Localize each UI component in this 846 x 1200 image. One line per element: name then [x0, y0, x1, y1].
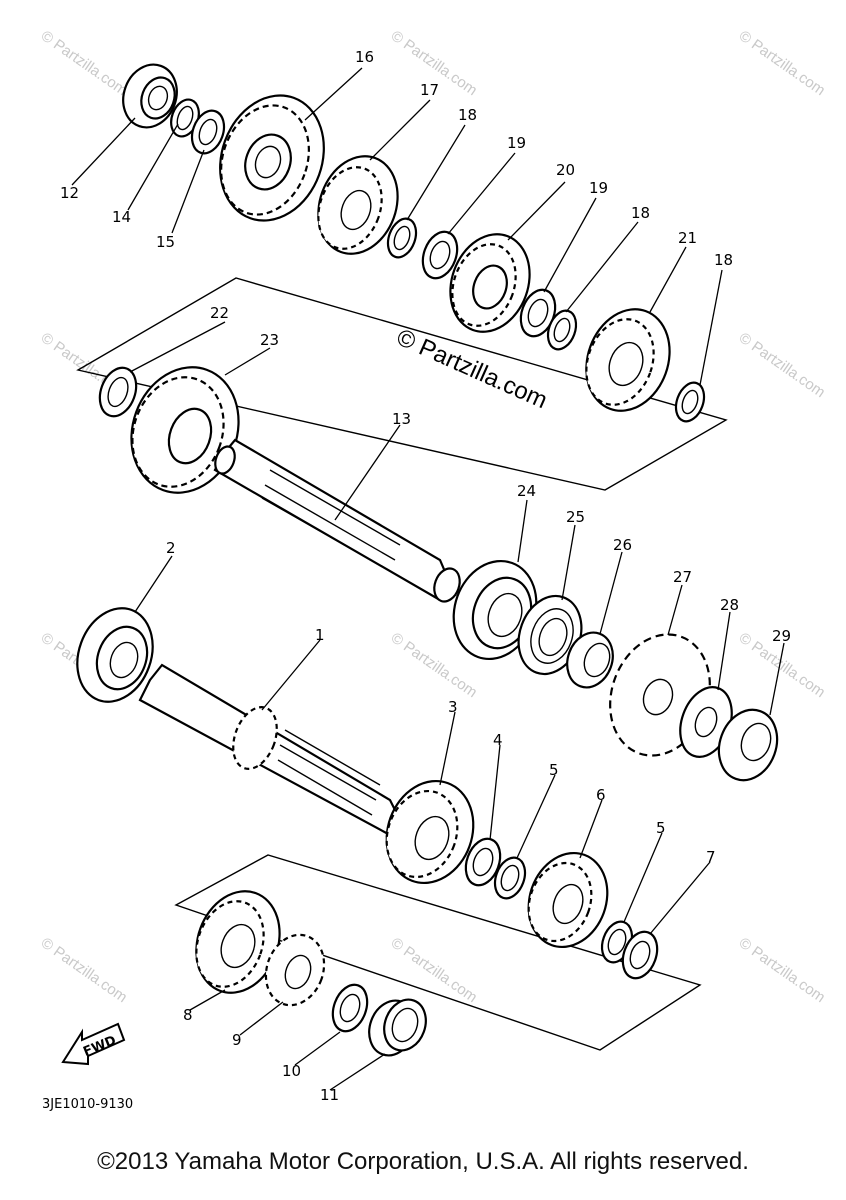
- part-13-main-axle: [213, 438, 461, 603]
- callout-7: 7: [706, 848, 716, 866]
- part-19-washer-a: [421, 230, 459, 280]
- part-18-circlip-b: [546, 309, 578, 351]
- callout-8: 8: [183, 1006, 193, 1024]
- callout-18c: 18: [714, 251, 733, 269]
- callout-20: 20: [556, 161, 575, 179]
- part-17-gear: [317, 155, 399, 255]
- callout-23: 23: [260, 331, 279, 349]
- callout-24: 24: [517, 482, 536, 500]
- part-4-washer: [464, 837, 502, 887]
- callout-21: 21: [678, 229, 697, 247]
- watermark: © Partzilla.com: [736, 329, 829, 401]
- part-11-needle-bearing: [368, 998, 427, 1057]
- part-18-circlip-c: [674, 381, 706, 423]
- copyright-notice: ©2013 Yamaha Motor Corporation, U.S.A. A…: [97, 1148, 749, 1175]
- callout-11: 11: [320, 1086, 339, 1104]
- part-7-washer: [621, 930, 659, 980]
- part-10-washer: [331, 983, 369, 1033]
- watermark: © Partzilla.com: [38, 27, 131, 99]
- callout-25: 25: [566, 508, 585, 526]
- part-18-circlip-a: [386, 217, 418, 259]
- part-1-drive-axle: [138, 663, 407, 837]
- callout-18b: 18: [631, 204, 650, 222]
- part-5-circlip-a: [493, 856, 527, 900]
- watermark: © Partzilla.com: [38, 934, 131, 1006]
- watermark: © Partzilla.com: [736, 27, 829, 99]
- callout-29: 29: [772, 627, 791, 645]
- diagram-code: 3JE1010-9130: [42, 1097, 133, 1112]
- callout-27: 27: [673, 568, 692, 586]
- part-16-gear: [219, 94, 325, 222]
- part-3-gear: [385, 779, 475, 885]
- callout-13: 13: [392, 410, 411, 428]
- part-6-gear: [527, 851, 609, 949]
- part-22-washer: [98, 366, 138, 418]
- callout-28: 28: [720, 596, 739, 614]
- callout-10: 10: [282, 1062, 301, 1080]
- part-9-gear: [264, 933, 326, 1007]
- fwd-arrow-icon: FWD: [61, 1022, 126, 1066]
- leader-lines: [71, 67, 785, 1091]
- callout-9: 9: [232, 1031, 242, 1049]
- lower-group-outline: [174, 854, 702, 1051]
- part-20-gear: [449, 233, 531, 333]
- callout-15: 15: [156, 233, 175, 251]
- part-8-gear: [195, 890, 281, 994]
- callout-4: 4: [493, 731, 503, 749]
- part-24-bearing: [452, 559, 538, 661]
- part-25-oil-seal: [517, 594, 583, 676]
- watermark: © Partzilla.com: [388, 934, 481, 1006]
- center-watermark: © Partzilla.com: [393, 324, 552, 414]
- callout-12: 12: [60, 184, 79, 202]
- callout-6: 6: [596, 786, 606, 804]
- watermark: © Partzilla.com: [736, 934, 829, 1006]
- part-15-washer: [190, 109, 226, 155]
- callout-1: 1: [315, 626, 325, 644]
- callout-3: 3: [448, 698, 458, 716]
- callout-19b: 19: [589, 179, 608, 197]
- part-23-gear: [130, 366, 240, 494]
- callout-14: 14: [112, 208, 131, 226]
- callout-22: 22: [210, 304, 229, 322]
- part-12-bearing: [122, 63, 178, 129]
- callout-labels: 1 2 3 4 5 5 6 7 8 9 10 11 12 13 14 15 16…: [60, 48, 791, 1104]
- callout-19a: 19: [507, 134, 526, 152]
- callout-5a: 5: [549, 761, 559, 779]
- part-29-nut: [717, 708, 779, 782]
- callout-18a: 18: [458, 106, 477, 124]
- upper-group-outline: [76, 277, 728, 491]
- part-21-gear: [585, 308, 671, 412]
- callout-5b: 5: [656, 819, 666, 837]
- callout-26: 26: [613, 536, 632, 554]
- part-2-bearing: [76, 607, 154, 703]
- callout-2: 2: [166, 539, 176, 557]
- callout-16: 16: [355, 48, 374, 66]
- callout-17: 17: [420, 81, 439, 99]
